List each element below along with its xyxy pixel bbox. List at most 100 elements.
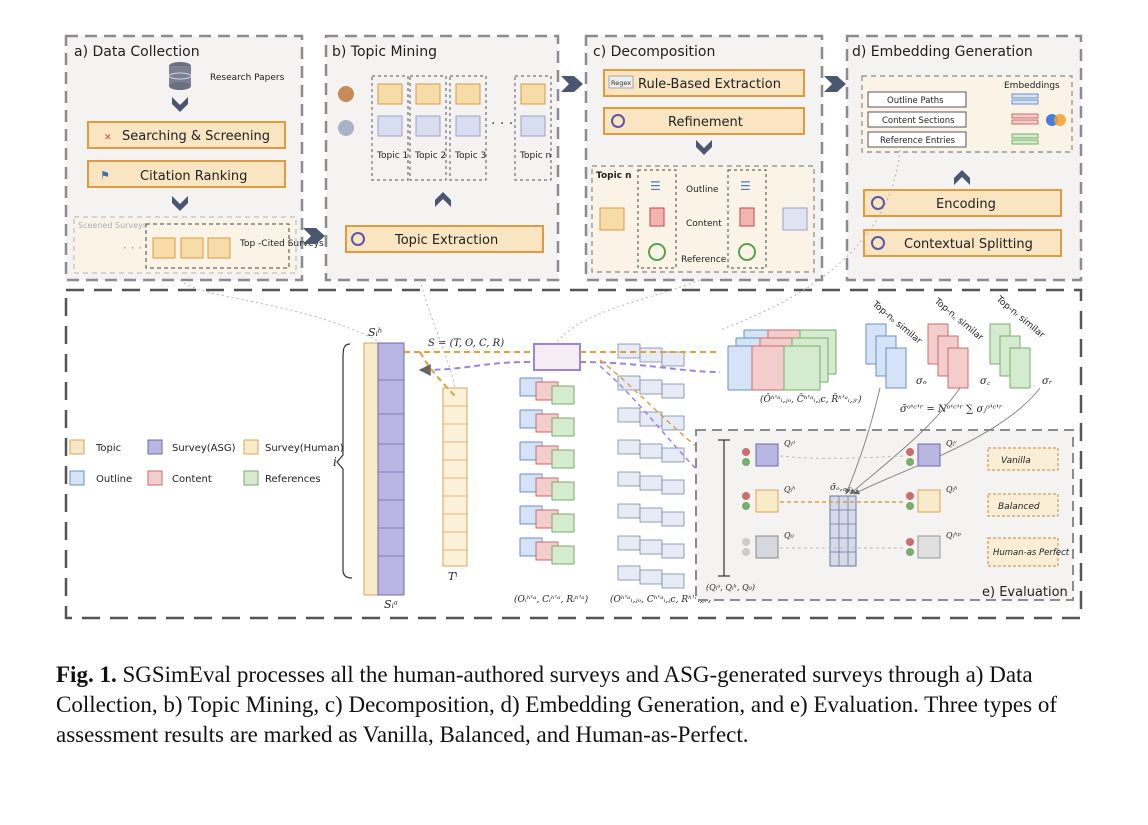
embedding-bars (1011, 93, 1039, 145)
left-tuple-label: (Oᵢʰ'ᵃ, Cᵢʰ'ᵃ, Rᵢʰ'ᵃ) (514, 594, 589, 605)
q-label: Qᵢʰ (784, 485, 796, 494)
human-icon (338, 86, 354, 102)
reference-entries-label: Reference Entries (880, 136, 956, 146)
right-chevron-icon (561, 76, 583, 92)
legend-label: Outline (96, 474, 132, 485)
legend-label: References (265, 474, 321, 485)
topic-columns: · · · (371, 75, 552, 181)
legend-label: Survey(Human) (265, 443, 344, 454)
sigma-bar-label: σ̄ₒ,꜀,ᵣ (830, 483, 852, 493)
figure-caption: Fig. 1. SGSimEval processes all the huma… (56, 660, 1096, 750)
asg-survey-stack (377, 342, 405, 596)
refinement-label: Refinement (668, 115, 743, 130)
sgsimeval-diagram: a) Data Collection Research Papers ✕ Sea… (64, 34, 1083, 620)
right-chevron-icon (303, 228, 325, 244)
screened-surveys-label: Sceened Surveys (78, 221, 147, 230)
panel-topic-mining: b) Topic Mining · · · Topic 1 Topic 2 To… (324, 34, 560, 282)
q-right-label: Qᵢᵛ (946, 439, 957, 448)
human-perfect-badge (987, 537, 1059, 567)
legend-swatch (147, 439, 163, 455)
topn-reference (989, 323, 1031, 389)
topic-label: Topic n (519, 151, 551, 161)
right-tuple-label: (Oʰ'ᵃᵢ,ⱼₒ, Cʰ'ᵃᵢ,ⱼc, Rʰ'ᵃᵢ,ⱼᵣ) (610, 594, 712, 605)
legend-label: Topic (95, 443, 121, 454)
legend-label: Survey(ASG) (172, 443, 236, 454)
outline-icon: ☰ (650, 179, 661, 193)
svg-text:· · ·: · · · (123, 241, 142, 255)
database-icon (168, 62, 192, 90)
outline-paths-label: Outline Paths (887, 96, 944, 106)
research-papers-label: Research Papers (210, 73, 285, 83)
searching-screening-step (87, 121, 286, 149)
gpt-icon (611, 114, 625, 128)
topn-content (927, 323, 969, 389)
encoding-label: Encoding (936, 197, 996, 212)
citation-ranking-step (87, 160, 286, 188)
sigma-label: σ꜀ (980, 376, 991, 387)
vanilla-badge (987, 447, 1059, 471)
q-right-label: Qᵢʰᵖ (946, 531, 962, 540)
triple-column-left (519, 537, 575, 565)
panel-evaluation: (Qᵢᵃ, Qᵢʰ, Q₀) Qᵢᵃ Qᵢʰ Q₀ σ̄ₒ,꜀,ᵣ (695, 387, 1074, 601)
splitting-label: Contextual Splitting (904, 237, 1033, 252)
triple-column-left (519, 505, 575, 533)
panel-data-collection: a) Data Collection Research Papers ✕ Sea… (64, 34, 324, 282)
sigma-label: σᵣ (1042, 376, 1053, 387)
citation-ranking-label: Citation Ranking (140, 169, 247, 184)
topic-label: Topic 3 (454, 151, 486, 161)
reference-part-label: Reference (681, 255, 727, 265)
s-asg-label: Sᵢᵃ (384, 598, 398, 611)
panel-main-pipeline: Topic Survey(ASG) Survey(Human) Outline … (64, 149, 1083, 620)
caption-text: SGSimEval processes all the human-author… (56, 662, 1057, 747)
encoding-step (863, 189, 1062, 217)
q-label: Qᵢᵃ (784, 439, 795, 448)
panel-d-title: d) Embedding Generation (852, 44, 1033, 60)
panel-c-title: c) Decomposition (593, 44, 715, 60)
top-tuple-label: (Ōʰ'ᵃᵢ,ⱼₒ, C̄ʰ'ᵃᵢ,ⱼc, R̄ʰ'ᵃᵢ,ⱼᵣ) (760, 393, 862, 405)
panel-a-title: a) Data Collection (74, 44, 200, 60)
content-sections-label: Content Sections (882, 116, 955, 126)
vanilla-label: Vanilla (1001, 456, 1031, 466)
robot-icon (338, 120, 354, 136)
human-perfect-label: Human-as Perfect (993, 548, 1070, 558)
content-icon (649, 207, 665, 227)
outline-icon: ☰ (740, 179, 751, 193)
q-label: Q₀ (784, 531, 795, 540)
content-icon (739, 207, 755, 227)
ranking-icon: ⚑ (100, 169, 110, 182)
gpt-icon (351, 232, 365, 246)
topic-n-box (591, 165, 815, 273)
refinement-step (603, 107, 805, 135)
up-chevron-icon (435, 192, 451, 207)
gpt-icon (871, 196, 885, 210)
topn-outline (865, 323, 907, 389)
content-part-label: Content (686, 219, 722, 229)
link-icon (738, 243, 756, 261)
q-bottom-label: (Qᵢᵃ, Qᵢʰ, Q₀) (706, 583, 755, 592)
human-survey-stack (363, 342, 379, 596)
sigma-grid (829, 495, 857, 567)
topic-n-label: Topic n (596, 171, 632, 181)
search-icon: ✕ (104, 133, 112, 143)
balanced-label: Balanced (998, 502, 1040, 512)
up-chevron-icon (954, 170, 970, 185)
top-cited-label: Top -Cited Surveys (239, 239, 324, 249)
legend-swatch (243, 439, 259, 455)
legend-swatch (243, 470, 259, 486)
panel-e-title: e) Evaluation (982, 585, 1068, 600)
topic-label: Topic 1 (376, 151, 408, 161)
topic-extraction-label: Topic Extraction (394, 233, 498, 248)
embedding-cube-reference (783, 329, 837, 391)
balanced-badge (987, 493, 1059, 517)
legend-swatch (69, 470, 85, 486)
caption-label: Fig. 1. (56, 662, 117, 687)
sigma-label: σₒ (916, 376, 927, 387)
link-icon (648, 243, 666, 261)
triple-column-left (519, 377, 575, 405)
triple-column-left (519, 441, 575, 469)
topic-column (442, 387, 468, 567)
svg-text:· · ·: · · · (491, 116, 513, 132)
splitting-step (863, 229, 1062, 257)
outline-part-label: Outline (686, 185, 719, 195)
chunk-grid-column (617, 343, 685, 589)
